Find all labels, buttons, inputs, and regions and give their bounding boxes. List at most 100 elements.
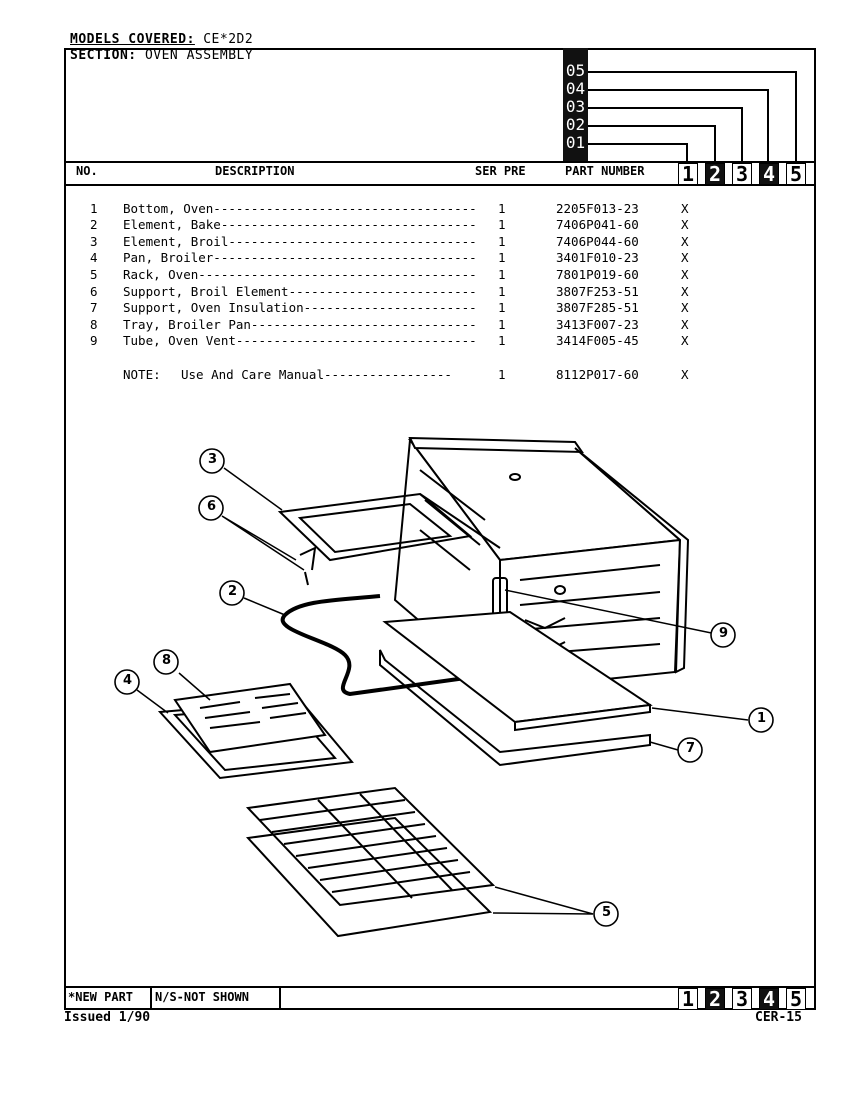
callout-label-3: 3	[208, 452, 218, 467]
callout-circle-9	[710, 622, 736, 648]
note-label: NOTE:	[123, 367, 161, 382]
part-no: 8	[90, 317, 98, 332]
part-description: Support, Broil Element------------------…	[123, 284, 477, 299]
not-shown-legend: N/S-NOT SHOWN	[155, 990, 249, 1004]
part-model-mark: X	[681, 250, 689, 265]
header-divider	[64, 161, 816, 163]
part-qty: 1	[498, 217, 506, 232]
part-model-mark: X	[681, 333, 689, 348]
part-no: 2	[90, 217, 98, 232]
part-description: Pan, Broiler----------------------------…	[123, 250, 477, 265]
broiler-tray-illustration	[173, 682, 327, 754]
part-number: 3401F010-23	[556, 250, 639, 265]
version-box-01: 01	[565, 133, 586, 152]
callout-circle-1	[748, 707, 774, 733]
note-description: Use And Care Manual-----------------	[181, 367, 452, 382]
part-number: 3807F253-51	[556, 284, 639, 299]
version-box-03: 03	[565, 97, 586, 116]
part-qty: 1	[498, 284, 506, 299]
model-column-1: 1	[678, 163, 698, 185]
part-no: 9	[90, 333, 98, 348]
callout-label-9: 9	[719, 626, 729, 641]
callout-circle-6	[198, 495, 224, 521]
page-frame	[64, 48, 816, 1010]
issued-date: Issued 1/90	[64, 1010, 151, 1025]
part-model-mark: X	[681, 267, 689, 282]
part-qty: 1	[498, 201, 506, 216]
part-no: 6	[90, 284, 98, 299]
part-model-mark: X	[681, 234, 689, 249]
callout-circle-4	[114, 669, 140, 695]
callout-label-2: 2	[228, 584, 238, 599]
part-qty: 1	[498, 267, 506, 282]
callout-circle-8	[153, 649, 179, 675]
oven-assembly-diagram	[114, 436, 774, 938]
part-qty: 1	[498, 333, 506, 348]
part-description: Rack, Oven------------------------------…	[123, 267, 477, 282]
callout-label-4: 4	[123, 673, 133, 688]
part-description: Element, Broil--------------------------…	[123, 234, 477, 249]
part-description: Element, Bake---------------------------…	[123, 217, 477, 232]
broil-support-illustration	[299, 546, 317, 586]
insulation-support-illustration	[379, 649, 651, 767]
part-description: Bottom, Oven----------------------------…	[123, 201, 477, 216]
footer-model-5: 5	[786, 988, 806, 1010]
model-column-4: 4	[759, 163, 779, 185]
part-number: 7801P019-60	[556, 267, 639, 282]
footer-cell-new-part	[64, 988, 152, 1008]
callout-label-1: 1	[757, 711, 767, 726]
oven-rack-illustration	[245, 786, 496, 938]
broil-element-illustration	[277, 492, 501, 562]
version-box-04: 04	[565, 79, 586, 98]
footer-model-2: 2	[705, 988, 725, 1010]
part-description: Tube, Oven Vent-------------------------…	[123, 333, 477, 348]
note-qty: 1	[498, 367, 506, 382]
column-header-description: DESCRIPTION	[215, 164, 295, 178]
callout-label-7: 7	[686, 741, 696, 756]
part-qty: 1	[498, 300, 506, 315]
part-model-mark: X	[681, 201, 689, 216]
part-qty: 1	[498, 317, 506, 332]
new-part-legend: *NEW PART	[68, 990, 134, 1004]
footer-model-3: 3	[732, 988, 752, 1010]
part-no: 5	[90, 267, 98, 282]
model-column-3: 3	[732, 163, 752, 185]
models-covered-line: MODELS COVERED: CE*2D2	[70, 32, 253, 47]
part-description: Support, Oven Insulation----------------…	[123, 300, 477, 315]
page-code: CER-15	[755, 1010, 802, 1025]
footer-divider	[64, 986, 816, 988]
note-model-mark: X	[681, 367, 689, 382]
bake-element-illustration	[280, 594, 481, 697]
column-header-part-number: PART NUMBER	[565, 164, 645, 178]
model-column-2: 2	[705, 163, 725, 185]
part-model-mark: X	[681, 317, 689, 332]
models-covered-value: CE*2D2	[203, 32, 254, 47]
column-header-divider	[64, 184, 816, 186]
part-number: 2205F013-23	[556, 201, 639, 216]
version-connector-lines	[588, 71, 797, 162]
part-description: Tray, Broiler Pan-----------------------…	[123, 317, 477, 332]
column-header-no: NO.	[76, 164, 98, 178]
footer-model-4: 4	[759, 988, 779, 1010]
part-no: 7	[90, 300, 98, 315]
part-number: 3414F005-45	[556, 333, 639, 348]
model-column-5: 5	[786, 163, 806, 185]
part-no: 3	[90, 234, 98, 249]
part-no: 1	[90, 201, 98, 216]
callout-label-8: 8	[162, 653, 172, 668]
section-value: OVEN ASSEMBLY	[144, 48, 254, 63]
part-number: 7406P044-60	[556, 234, 639, 249]
footer-cell-not-shown	[150, 988, 281, 1008]
section-label: SECTION:	[70, 48, 137, 63]
part-model-mark: X	[681, 217, 689, 232]
note-part-number: 8112P017-60	[556, 367, 639, 382]
callout-label-5: 5	[602, 905, 612, 920]
part-qty: 1	[498, 250, 506, 265]
models-covered-label: MODELS COVERED:	[70, 32, 195, 47]
part-model-mark: X	[681, 300, 689, 315]
version-box-02: 02	[565, 115, 586, 134]
part-number: 7406P041-60	[556, 217, 639, 232]
part-number: 3807F285-51	[556, 300, 639, 315]
callout-circle-5	[593, 901, 619, 927]
part-qty: 1	[498, 234, 506, 249]
